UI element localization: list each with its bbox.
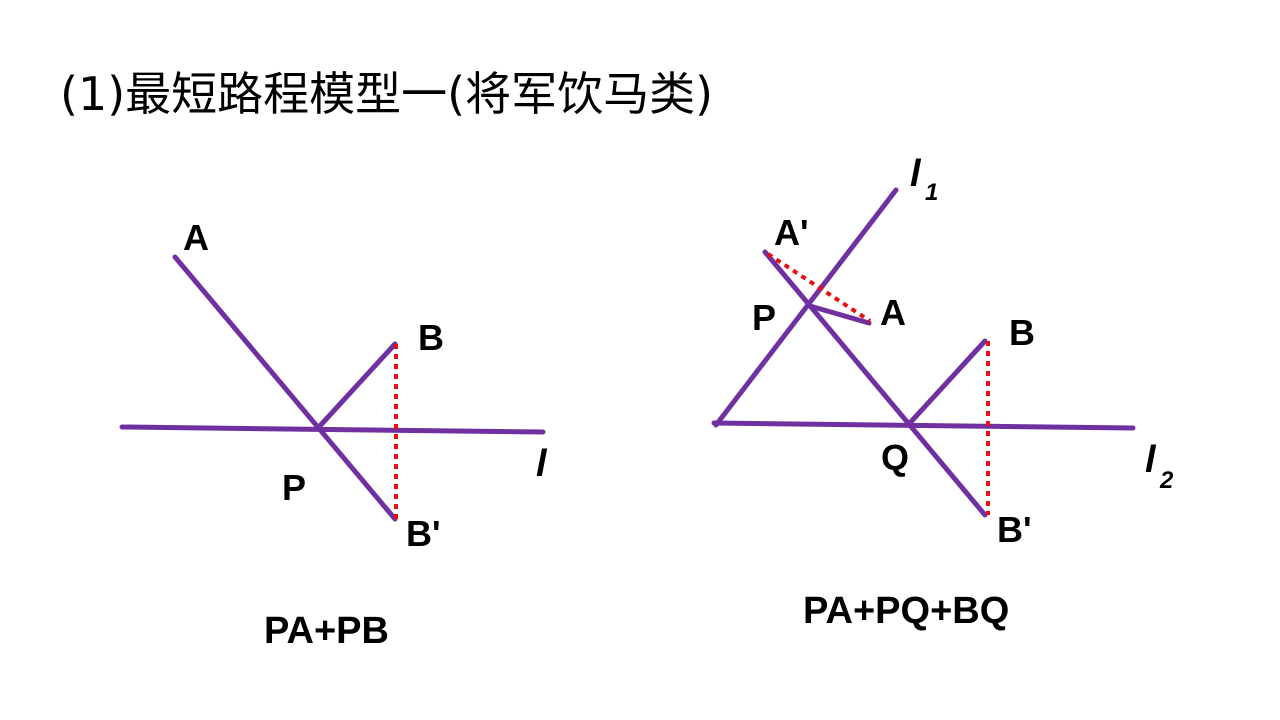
- point-label-Q: Q: [881, 437, 909, 478]
- point-label-B-prime: B': [406, 513, 441, 554]
- right-figure: l 1 A' P A B Q B' l 2 PA+PQ+BQ: [711, 153, 1174, 632]
- segment-Aprime-to-Bprime: [762, 249, 988, 518]
- point-label-B: B: [418, 317, 444, 358]
- point-label-A-prime: A': [774, 212, 809, 253]
- segment-Q-to-B: [905, 338, 988, 428]
- line-label-l: l: [536, 443, 548, 485]
- line-l1: [713, 187, 899, 428]
- point-label-P: P: [752, 297, 776, 338]
- line-label-l1-subscript: 1: [925, 179, 938, 206]
- caption-right: PA+PQ+BQ: [803, 590, 1009, 632]
- slide-title: (1)最短路程模型一(将军饮马类): [60, 67, 714, 121]
- segment-P-to-A: [807, 303, 872, 326]
- line-l2: [711, 420, 1136, 431]
- line-label-l2-subscript: 2: [1159, 467, 1174, 494]
- point-label-A: A: [183, 217, 209, 258]
- point-label-B-prime: B': [997, 509, 1032, 550]
- dotted-Aprime-A: [766, 252, 872, 323]
- caption-left: PA+PB: [264, 610, 389, 652]
- point-label-A: A: [880, 292, 906, 333]
- segment-A-to-Bprime: [172, 254, 398, 522]
- segment-P-to-B: [315, 341, 398, 431]
- point-label-P: P: [282, 467, 306, 508]
- left-figure: A B P B' l PA+PB: [119, 217, 548, 652]
- line-label-l2: l: [1145, 439, 1157, 481]
- line-l: [119, 424, 546, 435]
- line-label-l1: l: [910, 153, 922, 195]
- point-label-B: B: [1009, 312, 1035, 353]
